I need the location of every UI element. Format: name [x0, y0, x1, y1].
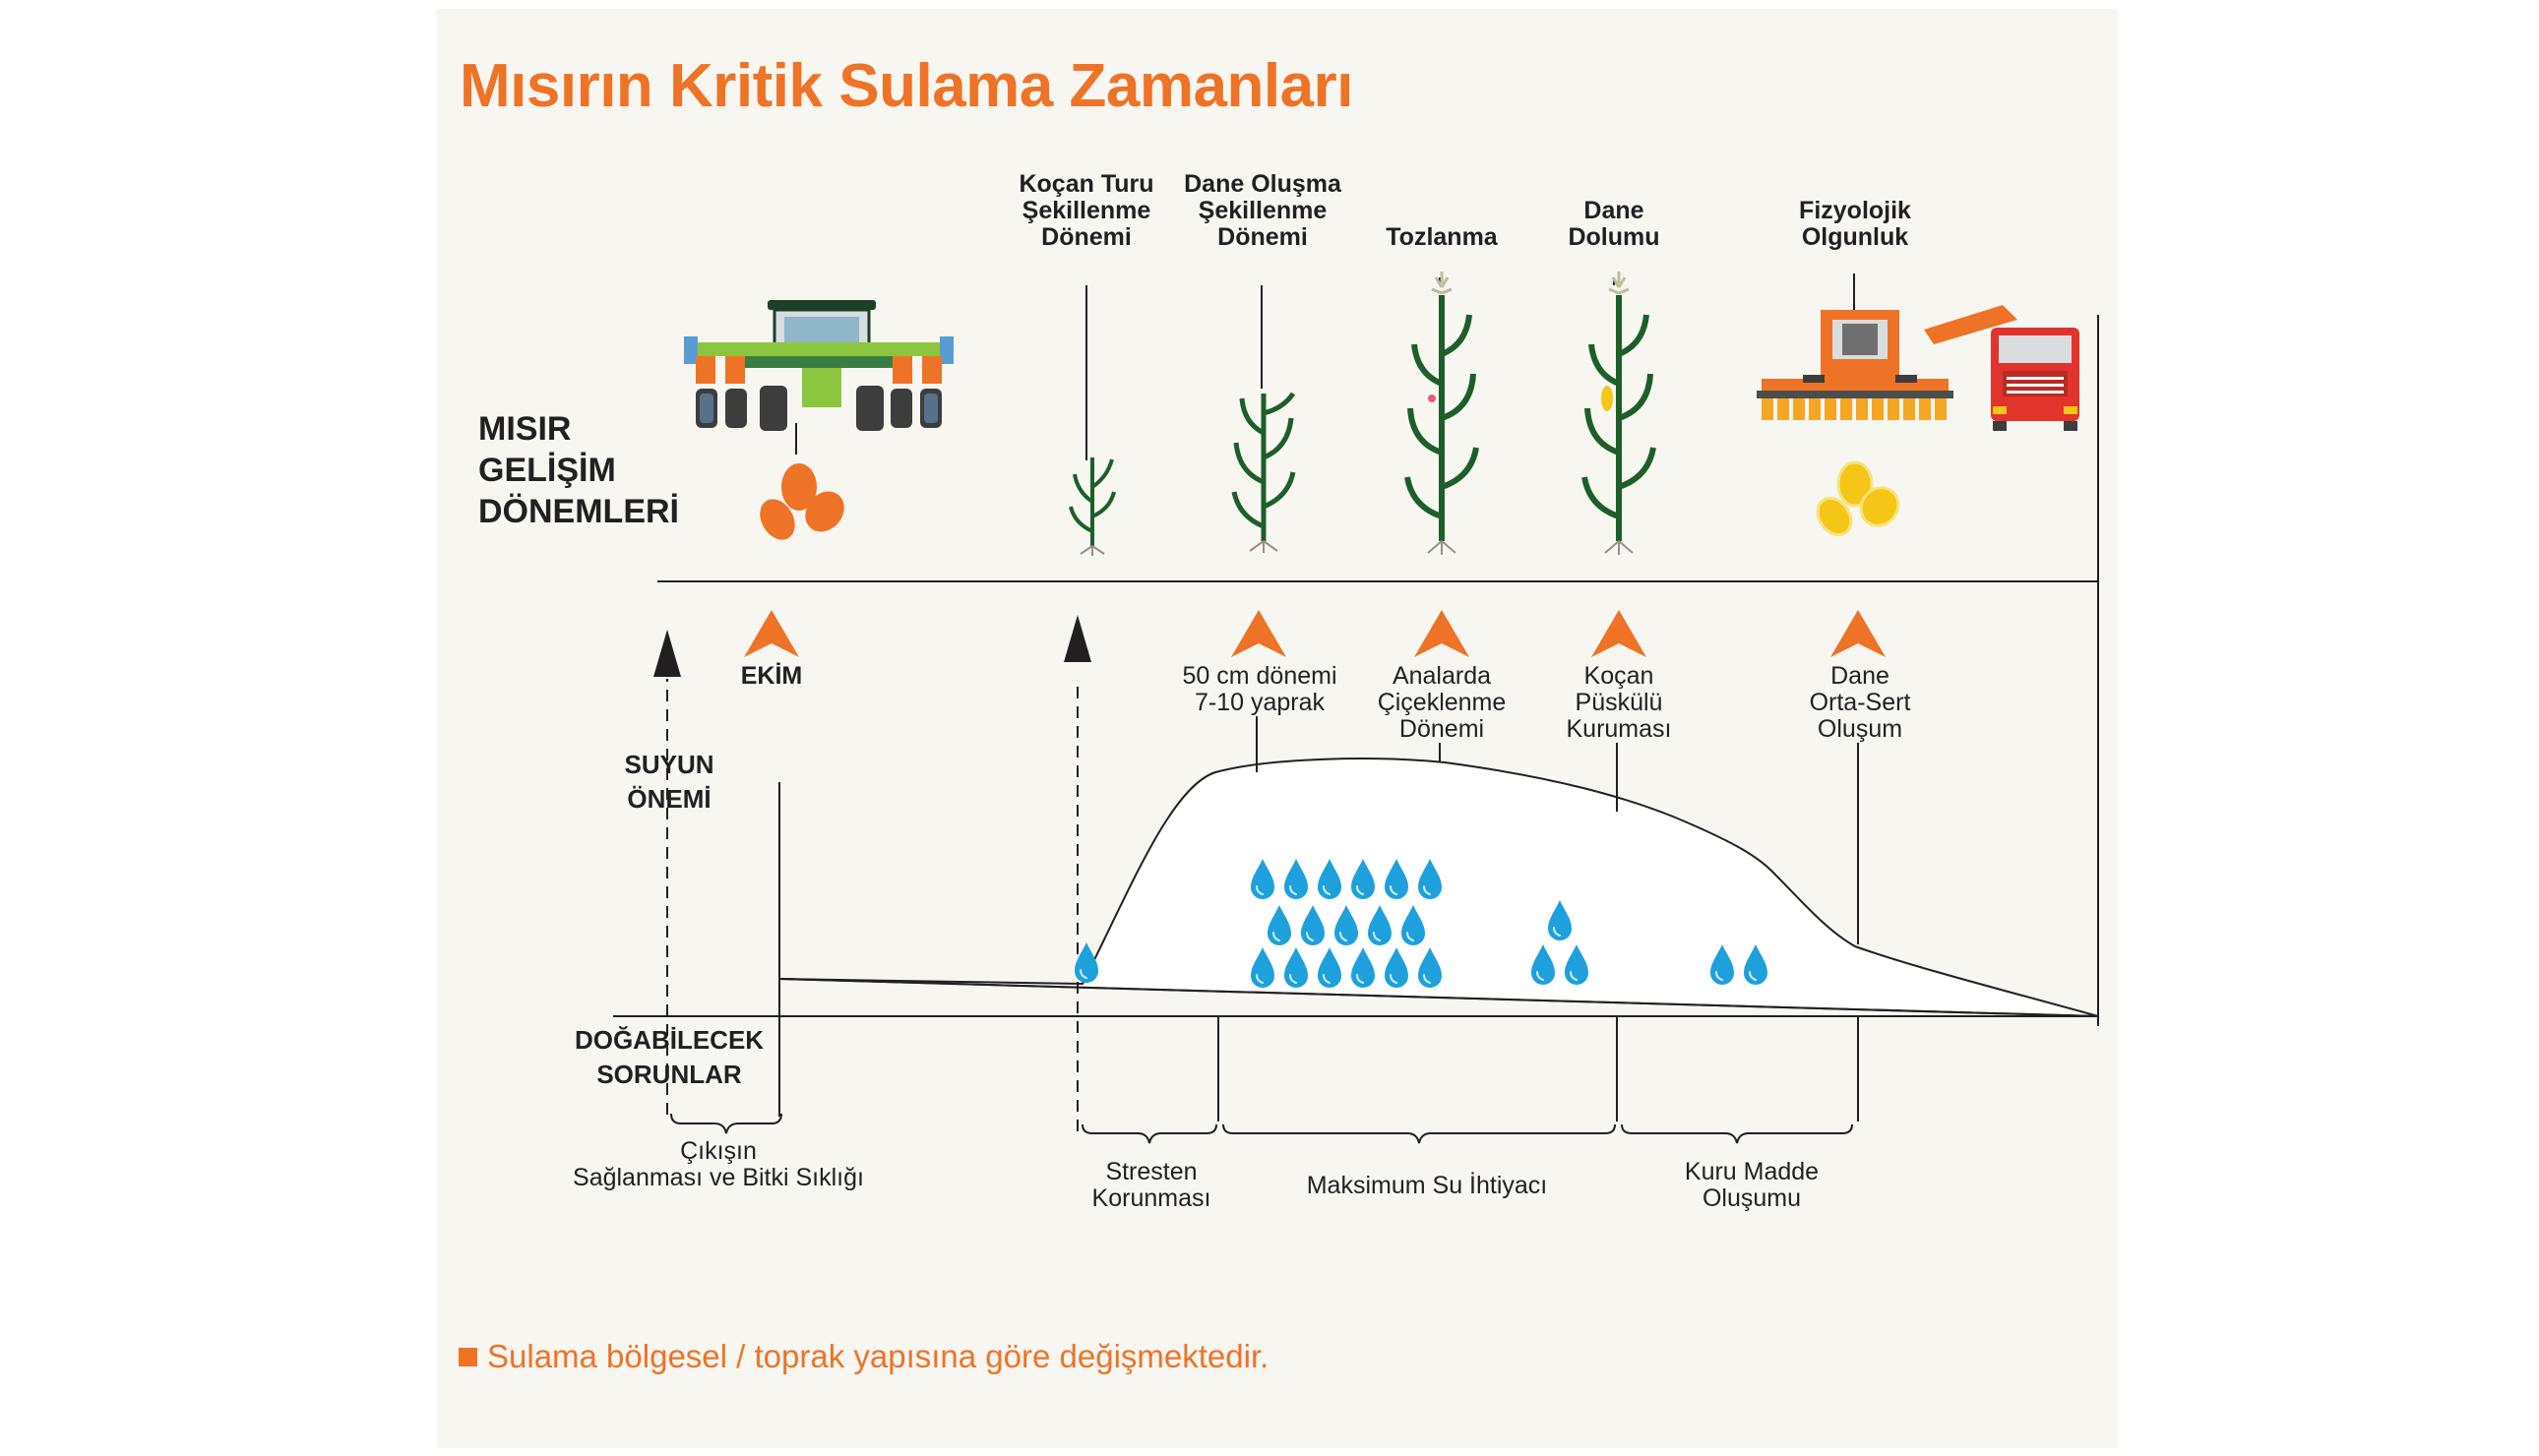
- black-arrow-icon: [1064, 615, 1091, 662]
- problem-label-stress: Stresten Korunması: [1091, 1158, 1211, 1212]
- problem-label-max-water: Maksimum Su İhtiyacı: [1306, 1172, 1548, 1199]
- corn-cob-dot: [1601, 386, 1613, 411]
- stage-label-grain-filling: Dane Dolumu: [1568, 197, 1660, 251]
- truck-icon: [1991, 328, 2079, 431]
- black-arrow-icon: [653, 630, 681, 677]
- marker-label-grain-hardening: Dane Orta-Sert Oluşum: [1809, 662, 1911, 743]
- section-label-water-importance: SUYUN ÖNEMİ: [624, 750, 714, 814]
- orange-arrow-icon: [1231, 610, 1286, 657]
- marker-label-tassel-drying: Koçan Püskülü Kuruması: [1566, 662, 1672, 743]
- marker-label-50cm: 50 cm dönemi 7-10 yaprak: [1182, 662, 1337, 716]
- orange-arrow-icon: [744, 610, 799, 657]
- tractor-planter-icon: [684, 300, 954, 431]
- marker-label-flowering: Analarda Çiçeklenme Dönemi: [1377, 662, 1507, 743]
- marker-label-ekim: EKİM: [740, 662, 803, 690]
- corn-plant-icon: [1231, 392, 1296, 553]
- orange-arrow-icon: [1830, 610, 1886, 657]
- corn-plant-icon: [1404, 272, 1479, 555]
- combine-harvester-icon: [1757, 305, 2017, 420]
- brace-3: [1222, 1123, 1616, 1144]
- brace-1: [670, 1113, 782, 1134]
- stage-label-pollination: Tozlanma: [1386, 223, 1498, 251]
- problem-label-dry-matter: Kuru Madde Oluşumu: [1684, 1158, 1820, 1212]
- corn-plant-icon: [1069, 457, 1116, 556]
- stage-label-cob-formation: Koçan Turu Şekillenme Dönemi: [1019, 170, 1154, 251]
- stage-label-physiological-maturity: Fizyolojik Olgunluk: [1799, 197, 1911, 251]
- brace-2: [1082, 1123, 1217, 1144]
- flower-dot: [1428, 394, 1436, 402]
- orange-arrow-icon: [1591, 610, 1646, 657]
- section-label-growth-stages: MISIR GELİŞİM DÖNEMLERİ: [478, 410, 679, 530]
- footnote: Sulama bölgesel / toprak yapısına göre d…: [459, 1338, 1269, 1375]
- baseline-slope: [778, 978, 2099, 1017]
- diagram-panel: [436, 9, 2118, 1448]
- brace-4: [1621, 1123, 1853, 1144]
- section-label-possible-problems: DOĞABİLECEK SORUNLAR: [574, 1025, 765, 1089]
- orange-arrow-icon: [1414, 610, 1469, 657]
- stage-label-grain-formation: Dane Oluşma Şekillenme Dönemi: [1184, 170, 1341, 251]
- yellow-corn-kernel-icon: [1816, 460, 1900, 537]
- orange-seed-icon: [760, 463, 844, 540]
- page-title: Mısırın Kritik Sulama Zamanları: [460, 52, 1353, 120]
- problem-label-emergence: Çıkışın Sağlanması ve Bitki Sıklığı: [573, 1137, 864, 1191]
- footnote-text: Sulama bölgesel / toprak yapısına göre d…: [487, 1338, 1270, 1374]
- corn-plant-icon: [1581, 272, 1656, 555]
- footnote-square-icon: [459, 1348, 477, 1366]
